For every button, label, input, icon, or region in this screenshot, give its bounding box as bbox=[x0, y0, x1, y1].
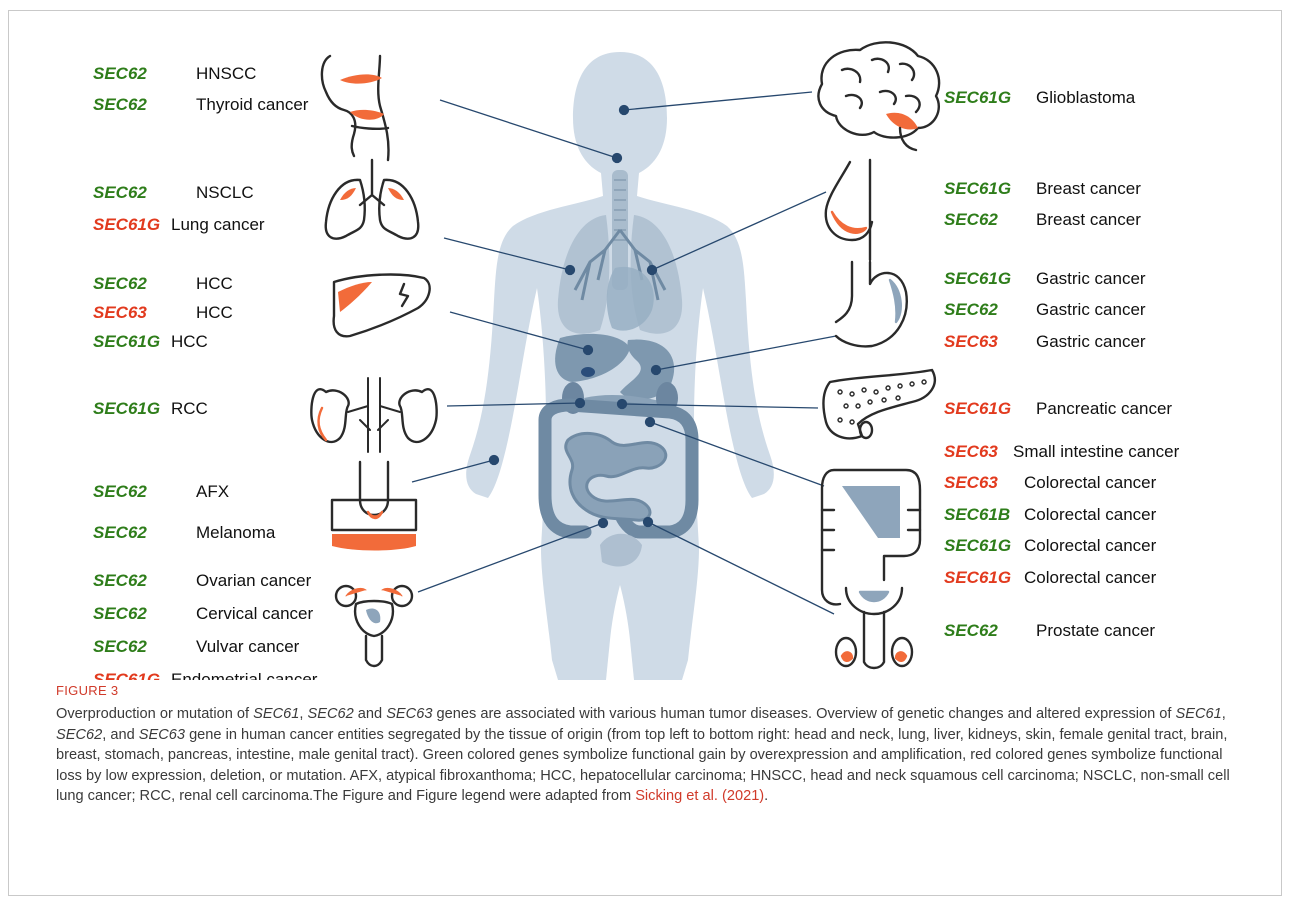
connector-dot bbox=[584, 346, 593, 355]
gene-label: SEC61G bbox=[93, 215, 160, 234]
connector-dot bbox=[646, 418, 655, 427]
cancer-label: Colorectal cancer bbox=[1024, 568, 1157, 587]
cancer-label: Gastric cancer bbox=[1036, 332, 1146, 351]
connector-dot bbox=[644, 518, 653, 527]
connector-dot bbox=[648, 266, 657, 275]
gene-label: SEC63 bbox=[944, 442, 998, 461]
gene-label: SEC62 bbox=[93, 571, 147, 590]
gene-label: SEC62 bbox=[93, 604, 147, 623]
connector-dot bbox=[566, 266, 575, 275]
cancer-label: Breast cancer bbox=[1036, 210, 1141, 229]
kidneys-icon bbox=[311, 378, 436, 452]
gene-label: SEC62 bbox=[93, 523, 147, 542]
caption-gene-name: SEC62 bbox=[307, 706, 353, 722]
brain-icon bbox=[818, 42, 939, 150]
caption-gene-name: SEC62 bbox=[56, 727, 102, 743]
cancer-label: HCC bbox=[196, 303, 233, 322]
cancer-label: Pancreatic cancer bbox=[1036, 399, 1172, 418]
cancer-label: Ovarian cancer bbox=[196, 571, 312, 590]
gene-label: SEC61B bbox=[944, 505, 1010, 524]
caption-segment: and bbox=[354, 706, 386, 722]
gene-label: SEC62 bbox=[93, 64, 147, 83]
cancer-label: Gastric cancer bbox=[1036, 300, 1146, 319]
caption-segment: , bbox=[1222, 706, 1226, 722]
connector-dot bbox=[490, 456, 499, 465]
gene-label: SEC61G bbox=[944, 269, 1011, 288]
gene-label: SEC62 bbox=[93, 274, 147, 293]
caption-text: Overproduction or mutation of SEC61, SEC… bbox=[56, 704, 1246, 807]
liver-icon bbox=[334, 275, 430, 337]
caption-segment: , and bbox=[102, 727, 139, 743]
cancer-label: Prostate cancer bbox=[1036, 621, 1155, 640]
connector-dot bbox=[576, 399, 585, 408]
cancer-label: Cervical cancer bbox=[196, 604, 313, 623]
gene-label: SEC62 bbox=[93, 183, 147, 202]
breast-icon bbox=[826, 160, 872, 260]
gene-label: SEC63 bbox=[93, 303, 147, 322]
connector-dot bbox=[652, 366, 661, 375]
connector-dot bbox=[618, 400, 627, 409]
male-genital-tract-icon bbox=[836, 588, 912, 668]
connector-dot bbox=[620, 106, 629, 115]
caption-gene-name: SEC63 bbox=[139, 727, 185, 743]
cancer-label: Colorectal cancer bbox=[1024, 505, 1157, 524]
gene-label: SEC61G bbox=[944, 536, 1011, 555]
caption-end: . bbox=[764, 788, 768, 804]
gene-label: SEC61G bbox=[944, 399, 1011, 418]
gene-label: SEC62 bbox=[944, 621, 998, 640]
connector-dot bbox=[599, 519, 608, 528]
cancer-label: HCC bbox=[196, 274, 233, 293]
figure-caption: FIGURE 3 Overproduction or mutation of S… bbox=[56, 683, 1246, 807]
cancer-label: Vulvar cancer bbox=[196, 637, 300, 656]
cancer-label: AFX bbox=[196, 482, 229, 501]
gene-label: SEC61G bbox=[944, 568, 1011, 587]
lungs-icon bbox=[326, 160, 419, 239]
gene-label: SEC61G bbox=[93, 670, 160, 680]
gene-label: SEC62 bbox=[944, 210, 998, 229]
gene-label: SEC63 bbox=[944, 332, 998, 351]
human-body-silhouette bbox=[466, 52, 774, 680]
caption-gene-name: SEC63 bbox=[386, 706, 432, 722]
skin-icon bbox=[332, 462, 416, 551]
cancer-label: Small intestine cancer bbox=[1013, 442, 1180, 461]
cancer-label: HNSCC bbox=[196, 64, 256, 83]
cancer-label: NSCLC bbox=[196, 183, 254, 202]
cancer-label: Glioblastoma bbox=[1036, 88, 1136, 107]
gallbladder-shape bbox=[581, 367, 595, 377]
female-genital-tract-icon bbox=[336, 586, 412, 666]
gene-label: SEC62 bbox=[93, 482, 147, 501]
gene-label: SEC61G bbox=[944, 179, 1011, 198]
cancer-label: Melanoma bbox=[196, 523, 276, 542]
caption-segment: genes are associated with various human … bbox=[432, 706, 1175, 722]
gene-label: SEC62 bbox=[93, 637, 147, 656]
cancer-label: Gastric cancer bbox=[1036, 269, 1146, 288]
cancer-label: HCC bbox=[171, 332, 208, 351]
gene-label: SEC63 bbox=[944, 473, 998, 492]
pancreas-icon bbox=[823, 370, 934, 438]
caption-gene-name: SEC61 bbox=[253, 706, 299, 722]
cancer-label: Thyroid cancer bbox=[196, 95, 309, 114]
colon-icon bbox=[822, 470, 920, 604]
reference-link[interactable]: Sicking et al. (2021) bbox=[635, 788, 764, 804]
gene-label: SEC61G bbox=[93, 332, 160, 351]
cancer-label: Lung cancer bbox=[171, 215, 265, 234]
caption-gene-name: SEC61 bbox=[1176, 706, 1222, 722]
gene-label: SEC61G bbox=[944, 88, 1011, 107]
cancer-label: Colorectal cancer bbox=[1024, 536, 1157, 555]
cancer-label: Colorectal cancer bbox=[1024, 473, 1157, 492]
figure-illustration: SEC62HNSCCSEC62Thyroid cancerSEC62NSCLCS… bbox=[0, 0, 1290, 680]
cancer-label: Endometrial cancer bbox=[171, 670, 318, 680]
caption-segment: Overproduction or mutation of bbox=[56, 706, 253, 722]
gene-label: SEC61G bbox=[93, 399, 160, 418]
stomach-icon bbox=[836, 262, 907, 346]
head-neck-icon bbox=[322, 56, 389, 160]
cancer-label: RCC bbox=[171, 399, 208, 418]
gene-label: SEC62 bbox=[93, 95, 147, 114]
connector-dot bbox=[613, 154, 622, 163]
figure-label: FIGURE 3 bbox=[56, 683, 1246, 698]
cancer-label: Breast cancer bbox=[1036, 179, 1141, 198]
gene-label: SEC62 bbox=[944, 300, 998, 319]
